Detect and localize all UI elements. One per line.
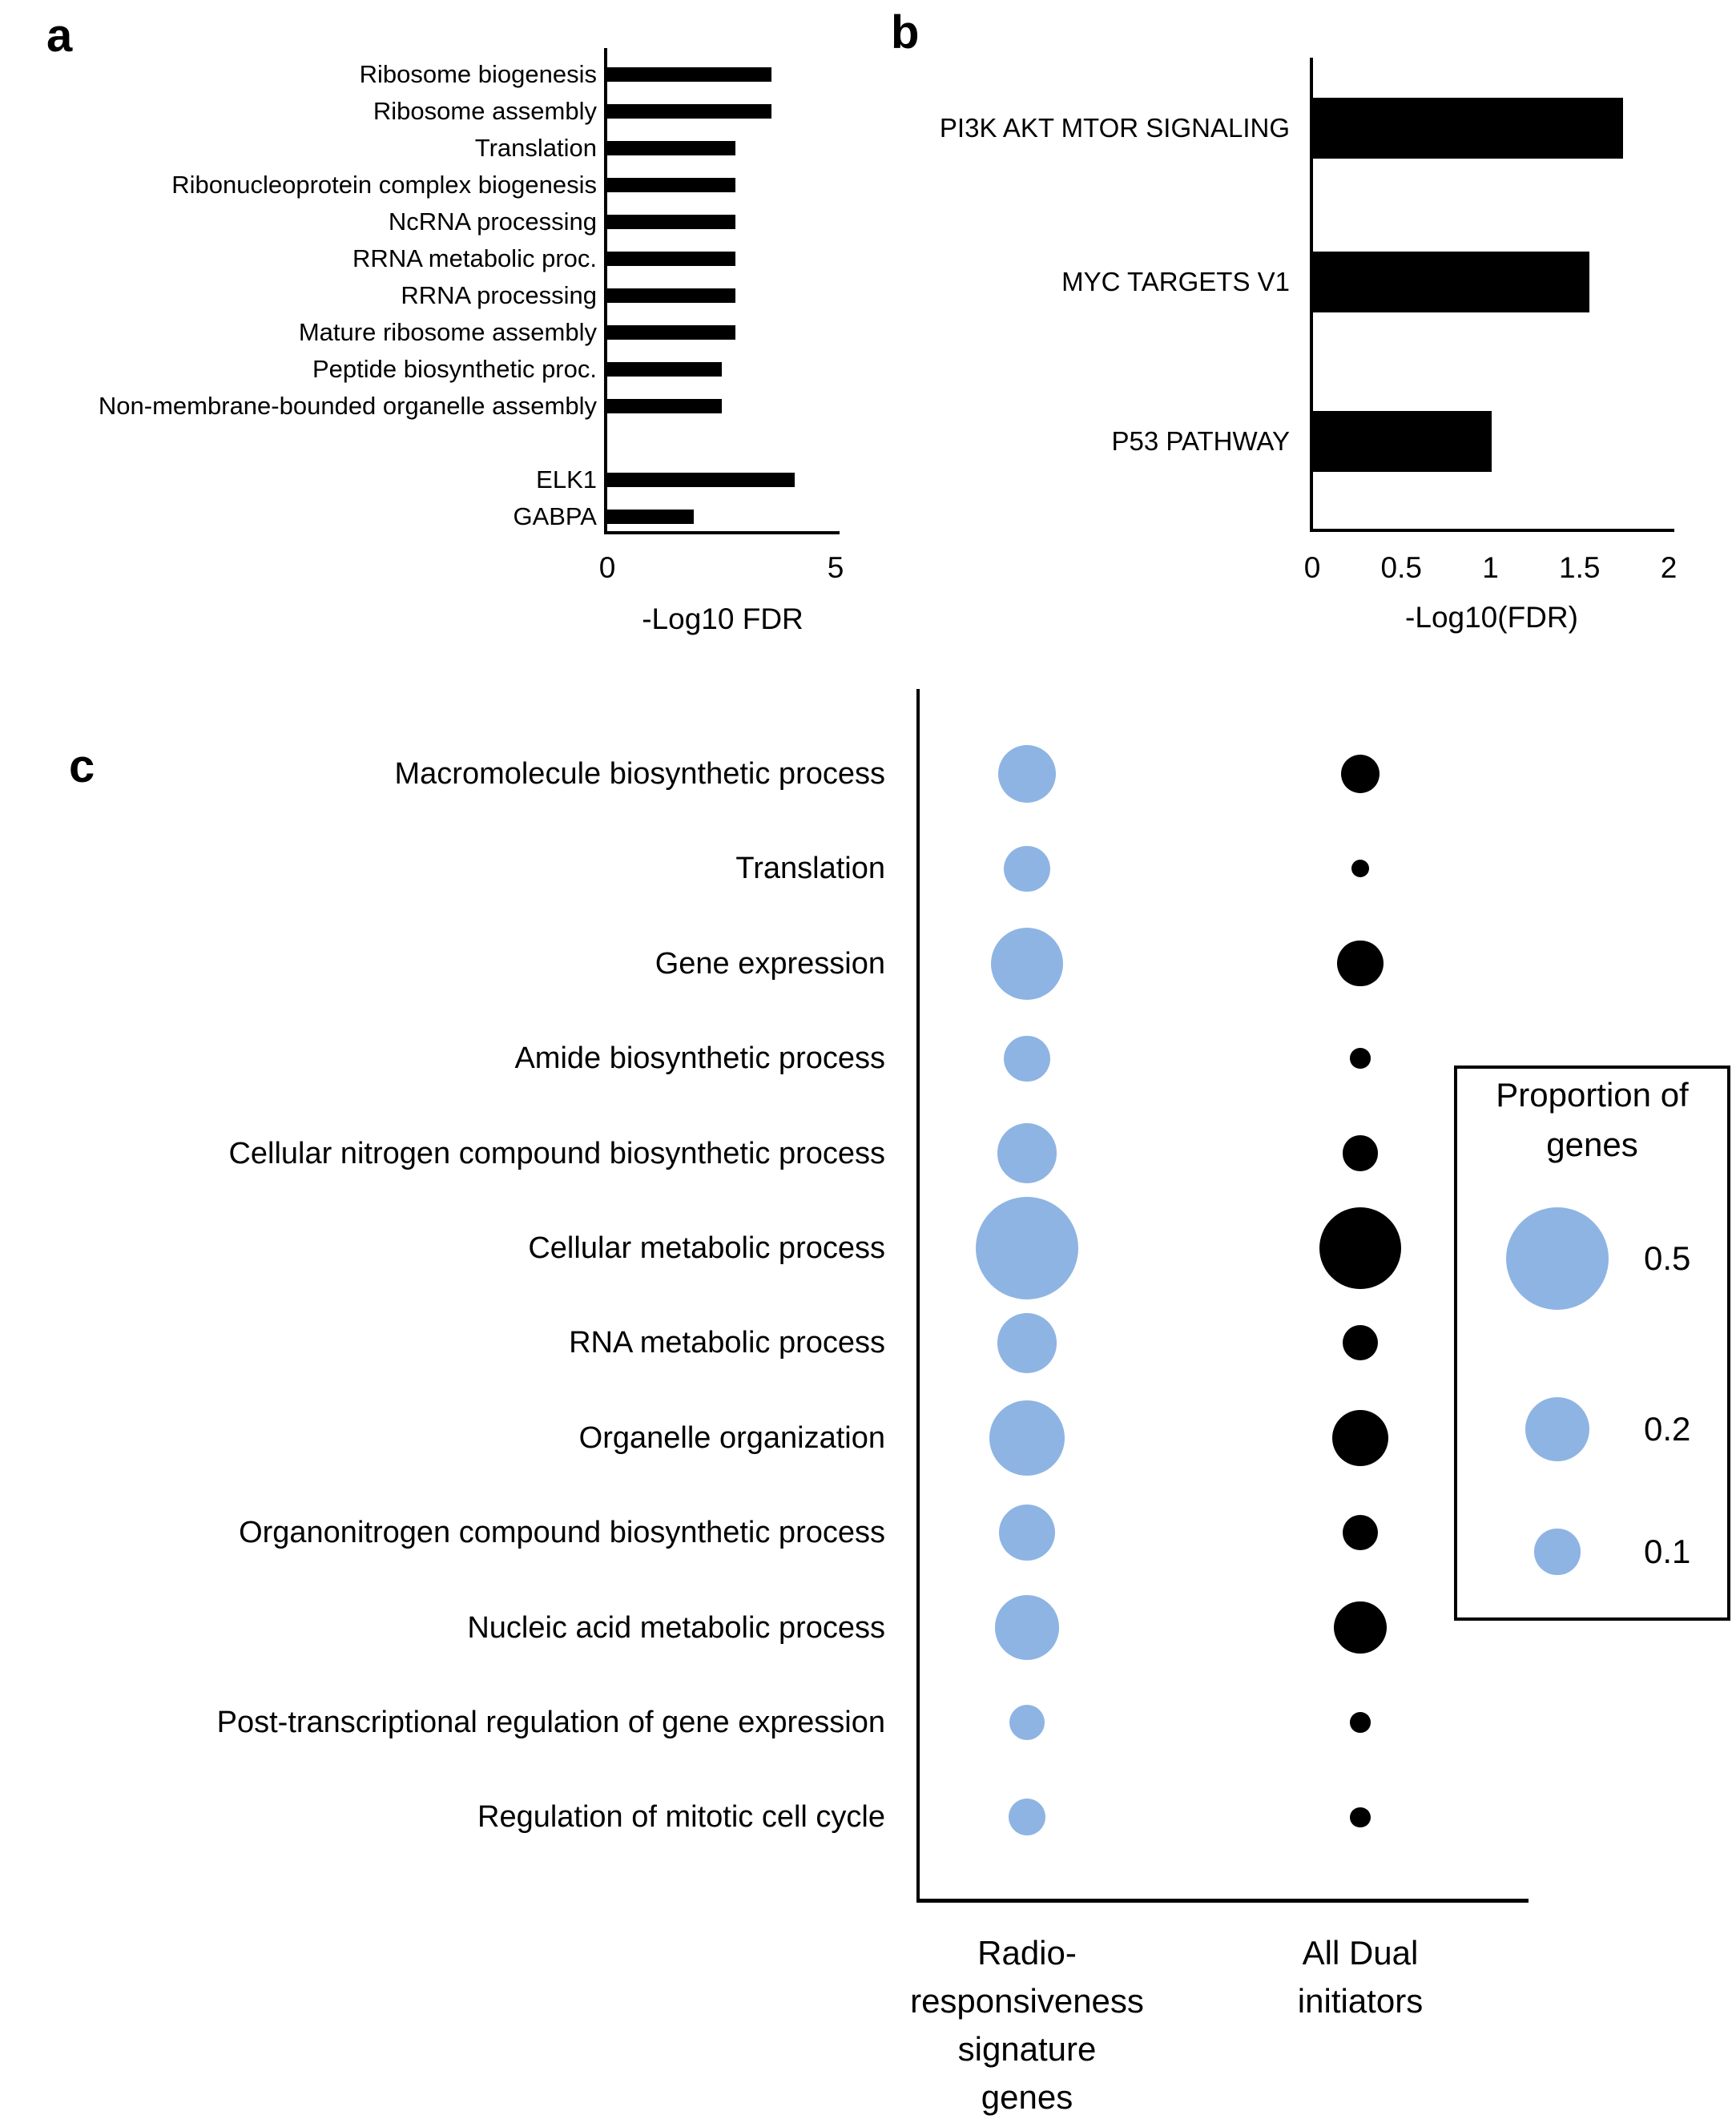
panel-a-category-label: Ribosome biogenesis [359, 60, 597, 88]
panel-b-tick-label: 2 [1660, 551, 1678, 584]
legend-box [1454, 1066, 1730, 1621]
column-header-radio-signature: responsiveness [910, 1982, 1144, 2020]
dot-radio-signature [997, 744, 1057, 804]
dot-all-dual [1334, 1601, 1387, 1654]
legend-circle [1534, 1529, 1581, 1575]
legend-title: genes [1546, 1126, 1638, 1163]
panel-a-bar [607, 141, 735, 155]
dot-radio-signature [997, 1313, 1057, 1373]
dot-radio-signature [1004, 845, 1050, 892]
dot-radio-signature [1004, 1035, 1050, 1082]
dot-all-dual [1350, 1048, 1371, 1069]
panel-c-y-axis [916, 689, 920, 1903]
column-header-radio-signature: genes [981, 2078, 1073, 2116]
panel-b-tick-label: 1 [1482, 551, 1499, 584]
panel-a-bar [607, 215, 735, 229]
legend-value-label: 0.2 [1644, 1410, 1691, 1448]
panel-c-row-label: Nucleic acid metabolic process [467, 1610, 885, 1645]
panel-b-letter: b [891, 6, 920, 58]
legend-title: Proportion of [1496, 1076, 1689, 1114]
panel-a-category-label: RRNA processing [401, 281, 597, 309]
dot-radio-signature [998, 1505, 1055, 1561]
panel-b-x-axis [1310, 529, 1674, 532]
panel-a-bar [607, 67, 771, 82]
dot-all-dual [1331, 1409, 1388, 1466]
panel-a-category-label: Ribonucleoprotein complex biogenesis [171, 171, 597, 199]
panel-b-category-label: PI3K AKT MTOR SIGNALING [939, 113, 1290, 143]
panel-a-x-axis-title: -Log10 FDR [642, 602, 804, 635]
panel-a-bar [607, 178, 735, 192]
dot-all-dual [1341, 755, 1380, 793]
panel-a-category-label: RRNA metabolic proc. [352, 244, 597, 272]
panel-a-category-label: Mature ribosome assembly [298, 318, 597, 346]
panel-c-row-label: Cellular metabolic process [528, 1231, 885, 1265]
panel-b-tick-label: 1.5 [1559, 551, 1601, 584]
panel-b-x-axis-title: -Log10(FDR) [1405, 601, 1578, 634]
panel-b-category-label: P53 PATHWAY [1111, 426, 1291, 456]
panel-c-row-label: Organelle organization [578, 1420, 885, 1455]
panel-c-row-label: Regulation of mitotic cell cycle [477, 1800, 885, 1835]
dot-radio-signature [1008, 1799, 1045, 1836]
panel-a-category-label: GABPA [513, 502, 597, 530]
panel-a-tick-label: 0 [598, 551, 616, 584]
panel-c-x-axis [916, 1899, 1529, 1903]
panel-b-tick-label: 0.5 [1380, 551, 1422, 584]
dot-all-dual [1350, 1712, 1371, 1733]
panel-a-bar [607, 252, 735, 266]
panel-a-bar [607, 510, 694, 524]
panel-c-row-label: RNA metabolic process [569, 1326, 885, 1360]
panel-a-category-label: Ribosome assembly [373, 97, 597, 125]
dot-radio-signature [989, 1400, 1065, 1476]
panel-a-category-label: Peptide biosynthetic proc. [312, 355, 597, 383]
panel-b-bar [1313, 98, 1623, 159]
panel-c-letter: c [69, 740, 95, 792]
panel-c-row-label: Translation [735, 852, 885, 886]
panel-b-bar [1313, 252, 1589, 312]
dot-all-dual [1350, 1807, 1371, 1828]
panel-b-category-label: MYC TARGETS V1 [1061, 267, 1290, 296]
panel-c-row-label: Gene expression [655, 946, 885, 981]
column-header-radio-signature: Radio- [977, 1934, 1077, 1972]
panel-b-tick-label: 0 [1303, 551, 1321, 584]
panel-a-y-axis [604, 48, 607, 534]
legend-value-label: 0.5 [1644, 1239, 1691, 1277]
dot-all-dual [1351, 860, 1370, 878]
dot-radio-signature [990, 927, 1064, 1000]
panel-b-y-axis [1310, 58, 1313, 532]
column-header-radio-signature: signature [957, 2030, 1097, 2068]
panel-a-category-label: ELK1 [536, 465, 597, 493]
panel-a-x-axis [604, 531, 840, 534]
panel-b-bar [1313, 411, 1492, 472]
panel-c-row-label: Post-transcriptional regulation of gene … [216, 1706, 885, 1739]
panel-c-row-label: Cellular nitrogen compound biosynthetic … [228, 1136, 885, 1170]
panel-a-bar [607, 288, 735, 303]
panel-a-category-label: Translation [474, 134, 597, 162]
panel-c-row-label: Organonitrogen compound biosynthetic pro… [239, 1516, 885, 1550]
legend-circle [1525, 1396, 1590, 1462]
panel-a-category-label: NcRNA processing [388, 207, 597, 236]
panel-c-row-label: Amide biosynthetic process [514, 1041, 885, 1076]
dot-all-dual [1342, 1135, 1379, 1171]
legend-circle [1506, 1207, 1609, 1310]
panel-a-bar [607, 362, 722, 377]
dot-all-dual [1342, 1515, 1379, 1551]
dot-radio-signature [1009, 1704, 1045, 1741]
column-header-all-dual: All Dual [1302, 1934, 1419, 1972]
dot-all-dual [1337, 941, 1384, 987]
dot-radio-signature [997, 1123, 1057, 1183]
dot-radio-signature [976, 1197, 1078, 1299]
dot-radio-signature [994, 1595, 1060, 1660]
panel-a-letter: a [46, 10, 73, 62]
column-header-all-dual: initiators [1297, 1982, 1424, 2020]
panel-a-category-label: Non-membrane-bounded organelle assembly [98, 392, 597, 420]
panel-c-row-label: Macromolecule biosynthetic process [394, 757, 886, 791]
panel-a-bar [607, 473, 795, 487]
panel-a-bar [607, 399, 722, 413]
dot-all-dual [1342, 1325, 1379, 1361]
panel-a-bar [607, 104, 771, 119]
legend-value-label: 0.1 [1644, 1533, 1691, 1570]
panel-a-tick-label: 5 [827, 551, 844, 584]
panel-a-bar [607, 325, 735, 340]
dot-all-dual [1319, 1207, 1402, 1290]
